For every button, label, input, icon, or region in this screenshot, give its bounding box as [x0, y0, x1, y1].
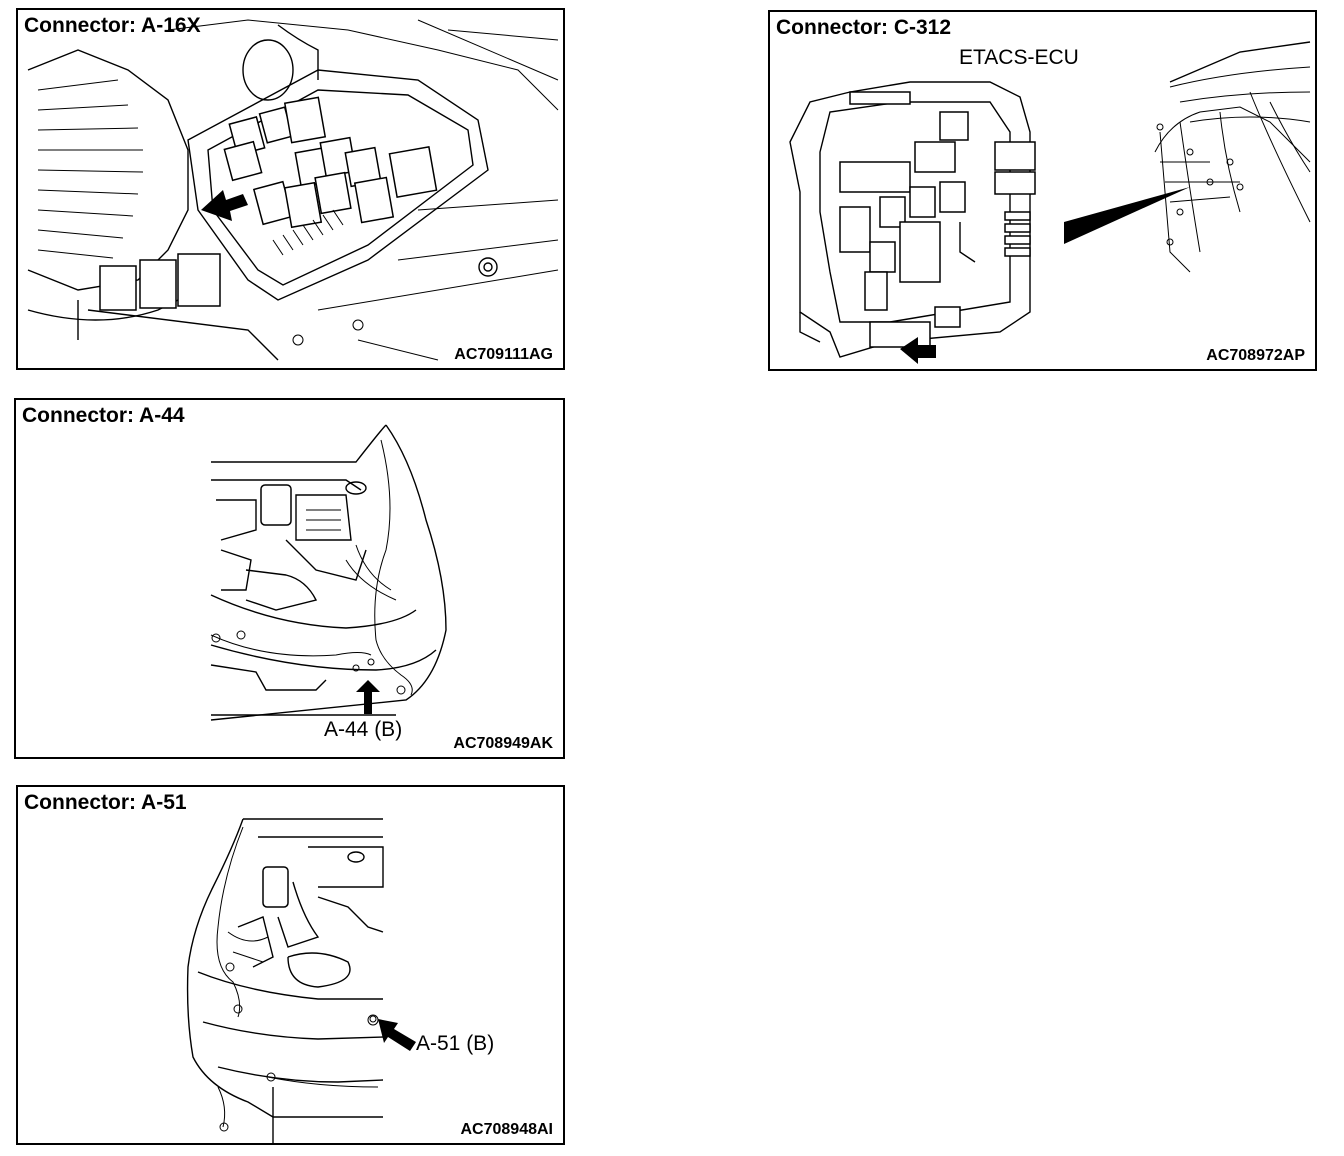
black-arrow-icon — [201, 190, 248, 221]
panel-title: Connector: A-51 — [24, 791, 187, 814]
panel-title: Connector: A-44 — [22, 404, 185, 427]
relay-box-illustration — [27, 19, 559, 361]
connector-callout: A-51 (B) — [416, 1032, 495, 1055]
figure-code: AC709111AG — [454, 346, 553, 363]
panel-a16x: Connector: A-16X AC709111AG — [16, 8, 565, 370]
component-label: ETACS-ECU — [959, 46, 1079, 69]
ecu-illustration — [789, 41, 1311, 364]
panel-c312: Connector: C-312 ETACS-ECU AC708972AP — [768, 10, 1317, 371]
relays — [223, 96, 438, 229]
black-arrow-icon — [900, 337, 936, 364]
connector-callout: A-44 (B) — [324, 718, 403, 741]
vehicle-front-illustration — [186, 818, 416, 1143]
panel-title: Connector: C-312 — [776, 16, 952, 39]
figure-code: AC708948AI — [460, 1121, 554, 1138]
panel-a51: Connector: A-51 A-51 (B) AC708948AI — [16, 785, 565, 1145]
figure-code: AC708949AK — [453, 735, 553, 752]
black-arrow-icon — [356, 680, 380, 714]
figure-code: AC708972AP — [1206, 347, 1305, 364]
black-arrow-icon — [378, 1019, 416, 1051]
vehicle-front-illustration — [210, 424, 447, 721]
panel-a44: Connector: A-44 A-44 (B) AC708949AK — [14, 398, 565, 759]
panel-title: Connector: A-16X — [24, 14, 201, 37]
